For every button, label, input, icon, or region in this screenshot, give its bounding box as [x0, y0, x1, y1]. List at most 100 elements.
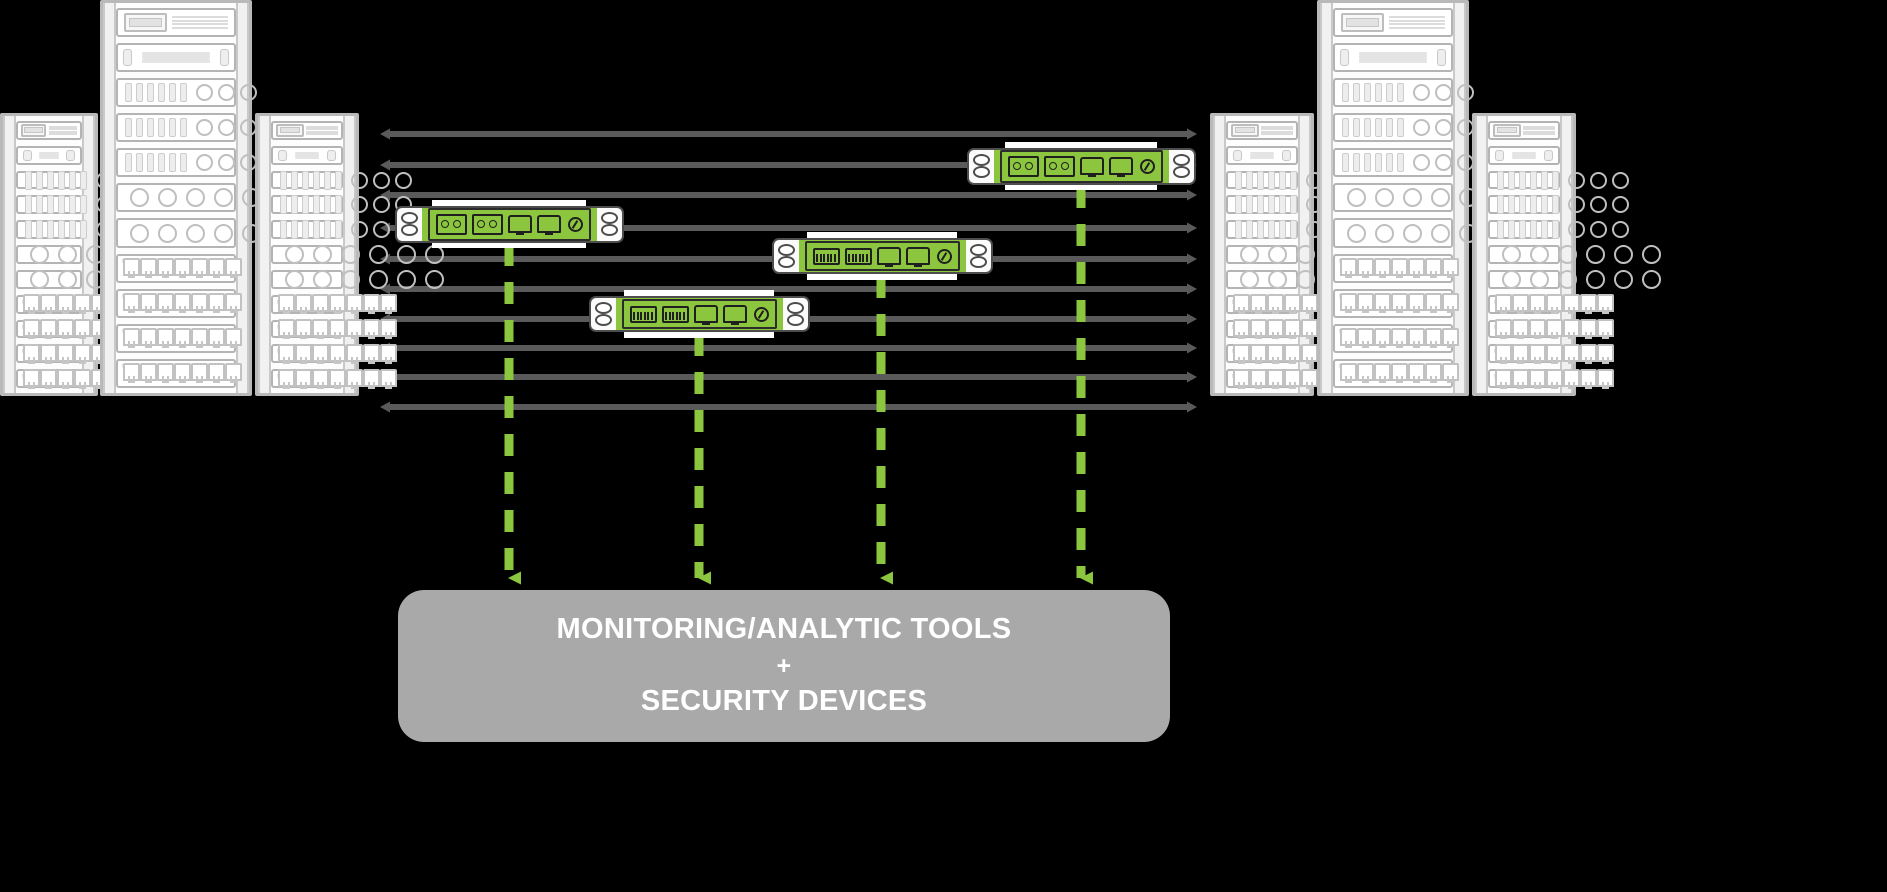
- blade-slots: [125, 118, 187, 138]
- rack-bay-patch-panel: [1226, 368, 1352, 389]
- rack-bay-blade-drive: [1226, 170, 1367, 190]
- tools-box-line-3: SECURITY DEVICES: [640, 685, 928, 718]
- panel-endcap-right: [1437, 48, 1446, 67]
- rack-rail-left: [258, 116, 271, 393]
- status-led-icon: [753, 306, 769, 322]
- rack-bays: [271, 121, 444, 393]
- console-stripes: [306, 125, 338, 135]
- patch-panel-ports: [273, 318, 402, 339]
- fiber-duplex-port: [1007, 155, 1039, 177]
- disk-array-bays: [1502, 244, 1661, 264]
- rack-bay-blade-drive: [1226, 195, 1367, 215]
- rack-bay-patch-panel: [271, 294, 397, 315]
- rack-bay-patch-panel: [1226, 343, 1352, 364]
- rack-bay-disk-array: [16, 269, 189, 289]
- rack-rail-left: [103, 3, 116, 393]
- rj45-port: [812, 247, 840, 265]
- tools-box-line-1: MONITORING/ANALYTIC TOOLS: [556, 613, 1012, 646]
- panel-endcap-right: [327, 149, 336, 161]
- console-stripes: [171, 15, 229, 31]
- blade-slots: [1497, 220, 1559, 240]
- panel-endcap-right: [220, 48, 229, 67]
- rack-bays: [1333, 8, 1506, 393]
- rack-right-center: [1317, 0, 1506, 396]
- patch-panel-ports: [1490, 343, 1619, 364]
- rack-ear-left: [771, 238, 799, 274]
- rack-bay-patch-panel: [1333, 323, 1459, 353]
- blade-slots: [1342, 118, 1404, 138]
- disk-array-bays: [285, 269, 444, 289]
- rack-bay-blade-drive: [116, 148, 257, 178]
- tap-faceplate: [993, 147, 1169, 185]
- rack-bay-patch-panel: [1226, 294, 1352, 315]
- fiber-duplex-port: [435, 213, 467, 235]
- lcd-segment: [24, 127, 43, 134]
- patch-panel-ports: [118, 328, 247, 349]
- patch-panel-ports: [273, 368, 402, 389]
- blade-slots: [280, 195, 342, 215]
- patch-panel-ports: [118, 293, 247, 314]
- rack-bay-blade-drive: [1333, 78, 1474, 108]
- rack-bay-console: [16, 121, 82, 140]
- tap-port-panel: [804, 241, 960, 271]
- rack-bay-patch-panel: [116, 253, 242, 283]
- rack-ear-right: [782, 296, 810, 332]
- tap-4[interactable]: [966, 142, 1196, 190]
- status-led-icon: [567, 216, 583, 232]
- tap-faceplate: [615, 296, 783, 332]
- rj45-port: [844, 247, 872, 265]
- drive-bays: [1568, 171, 1629, 189]
- tap-drop-arrows: [504, 186, 1093, 585]
- rack-bay-blade-drive: [271, 195, 412, 215]
- patch-panel-ports: [1490, 318, 1619, 339]
- tap-chassis: [771, 238, 993, 274]
- patch-panel-ports: [1335, 328, 1464, 349]
- patch-panel-ports: [273, 343, 402, 364]
- lcd-segment: [1346, 18, 1379, 27]
- console-lcd: [1340, 13, 1385, 32]
- disk-array-bays: [285, 244, 444, 264]
- drive-bays: [1413, 154, 1474, 172]
- rack-bay-patch-panel: [116, 288, 242, 318]
- rack-bay-console: [271, 121, 343, 140]
- lcd-segment: [279, 127, 300, 134]
- tap-port-panel: [999, 149, 1163, 183]
- blade-slots: [1342, 83, 1404, 103]
- panel-bars: [141, 51, 211, 64]
- rack-bay-patch-panel: [16, 368, 142, 389]
- tools-box-line-2: +: [776, 651, 792, 680]
- rack-bay-patch-panel: [16, 343, 142, 364]
- tap-1[interactable]: [394, 200, 624, 248]
- rack-left-outer: [0, 113, 189, 396]
- tap-faceplate: [421, 205, 597, 243]
- blade-slots: [1235, 170, 1297, 190]
- rack-bay-blade-drive: [1333, 148, 1474, 178]
- rack-bay-disk-array: [16, 244, 189, 264]
- patch-panel-ports: [118, 363, 247, 384]
- panel-bars: [1249, 151, 1275, 159]
- console-lcd: [276, 124, 304, 137]
- blade-slots: [1235, 220, 1297, 240]
- console-lcd: [1493, 124, 1521, 137]
- blade-slots: [1497, 170, 1559, 190]
- rack-bay-disk-array: [116, 183, 289, 213]
- tap-3[interactable]: [771, 232, 993, 280]
- rack-bay-console: [1333, 8, 1453, 38]
- patch-panel-ports: [118, 258, 247, 279]
- panel-endcap-left: [1340, 48, 1349, 67]
- tap-2[interactable]: [588, 290, 810, 338]
- rack-bay-blade-drive: [271, 170, 412, 190]
- rack-bay-patch-panel: [1488, 343, 1614, 364]
- rack-bay-blade-drive: [16, 170, 157, 190]
- rack-ear-left: [588, 296, 616, 332]
- panel-endcap-right: [1282, 149, 1291, 161]
- patch-panel-ports: [273, 294, 402, 315]
- rack-bay-blank-panel: [1333, 43, 1453, 73]
- rack-bay-disk-array: [1226, 244, 1399, 264]
- drive-bays: [1413, 119, 1474, 137]
- fiber-duplex-port: [1043, 155, 1075, 177]
- tap-chassis: [966, 147, 1196, 185]
- rack-left-center: [100, 0, 289, 396]
- tap-port-panel: [621, 299, 777, 329]
- monitoring-tools-box[interactable]: MONITORING/ANALYTIC TOOLS + SECURITY DEV…: [398, 590, 1170, 742]
